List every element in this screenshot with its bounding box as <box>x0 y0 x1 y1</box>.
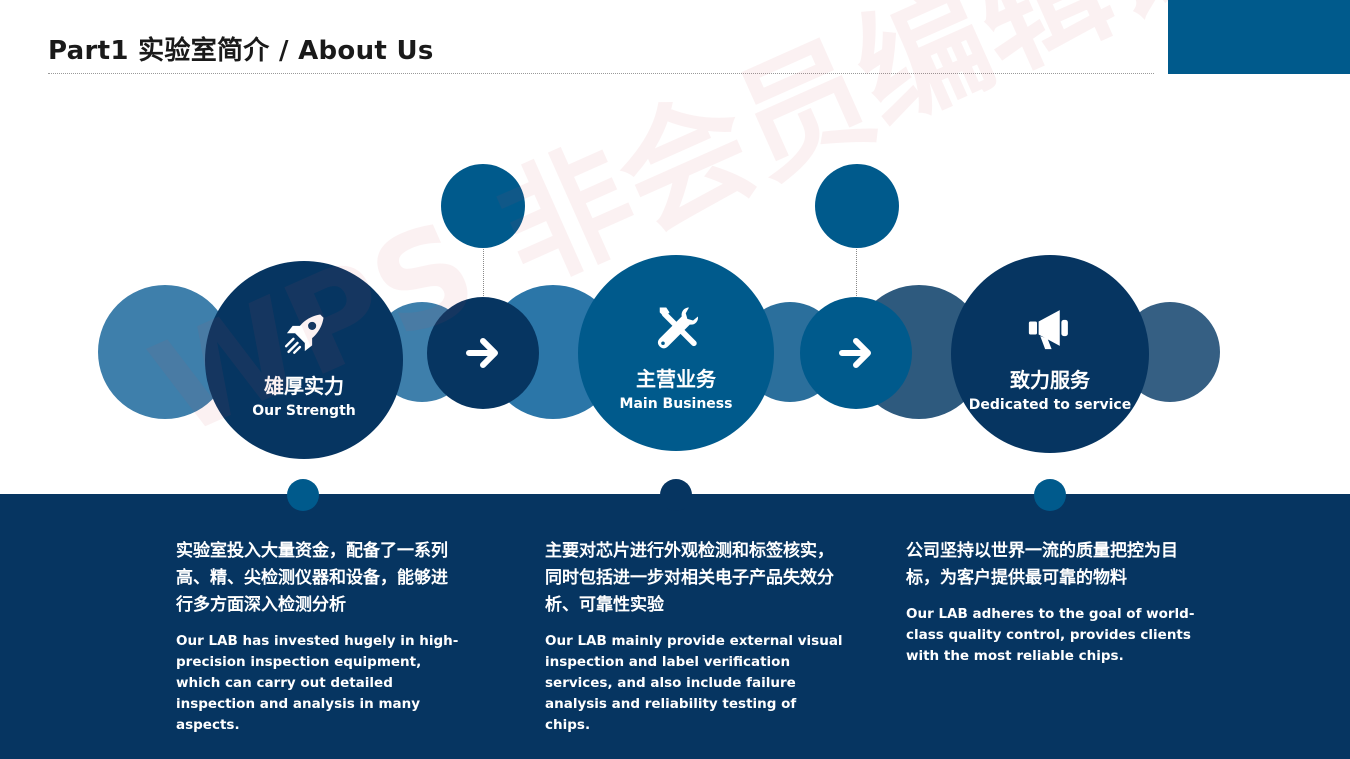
description-column-service: 公司坚持以世界一流的质量把控为目标，为客户提供最可靠的物料 Our LAB ad… <box>906 538 1210 667</box>
description-en: Our LAB adheres to the goal of world-cla… <box>906 606 1195 664</box>
megaphone-icon <box>1028 309 1068 349</box>
feature-title-en: Our Strength <box>252 402 356 419</box>
description-column-business: 主要对芯片进行外观检测和标签核实，同时包括进一步对相关电子产品失效分析、可靠性实… <box>545 538 845 736</box>
corner-accent-block <box>1168 0 1350 74</box>
arrow-circle-1 <box>427 297 539 409</box>
bullet-dot-1 <box>287 479 319 511</box>
description-zh: 主要对芯片进行外观检测和标签核实，同时包括进一步对相关电子产品失效分析、可靠性实… <box>545 541 834 615</box>
feature-circle-strength: 雄厚实力 Our Strength <box>205 261 403 459</box>
description-band <box>0 494 1350 759</box>
description-column-strength: 实验室投入大量资金，配备了一系列高、精、尖检测仪器和设备，能够进行多方面深入检测… <box>176 538 460 736</box>
title-divider <box>48 73 1154 74</box>
connector-line-1 <box>483 246 484 300</box>
feature-circle-business: 主营业务 Main Business <box>578 255 774 451</box>
feature-title-en: Dedicated to service <box>968 396 1132 413</box>
bullet-dot-2 <box>660 479 692 511</box>
arrow-circle-2 <box>800 297 912 409</box>
description-zh: 公司坚持以世界一流的质量把控为目标，为客户提供最可靠的物料 <box>906 541 1178 588</box>
page-title: Part1 实验室简介 / About Us <box>48 36 434 66</box>
connector-line-2 <box>856 246 857 300</box>
feature-title-zh: 雄厚实力 <box>264 373 344 398</box>
bullet-dot-3 <box>1034 479 1066 511</box>
description-en: Our LAB mainly provide external visual i… <box>545 633 843 733</box>
top-circle-2 <box>815 164 899 248</box>
feature-title-zh: 主营业务 <box>636 366 716 391</box>
description-en: Our LAB has invested hugely in high-prec… <box>176 633 459 733</box>
feature-title-en: Main Business <box>619 395 733 412</box>
rocket-icon <box>284 314 324 354</box>
top-circle-1 <box>441 164 525 248</box>
arrow-right-icon <box>466 338 498 368</box>
arrow-right-icon <box>839 338 871 368</box>
description-zh: 实验室投入大量资金，配备了一系列高、精、尖检测仪器和设备，能够进行多方面深入检测… <box>176 541 448 615</box>
feature-circle-service: 致力服务 Dedicated to service <box>951 255 1149 453</box>
tools-icon <box>657 307 699 348</box>
feature-title-zh: 致力服务 <box>1010 367 1090 392</box>
